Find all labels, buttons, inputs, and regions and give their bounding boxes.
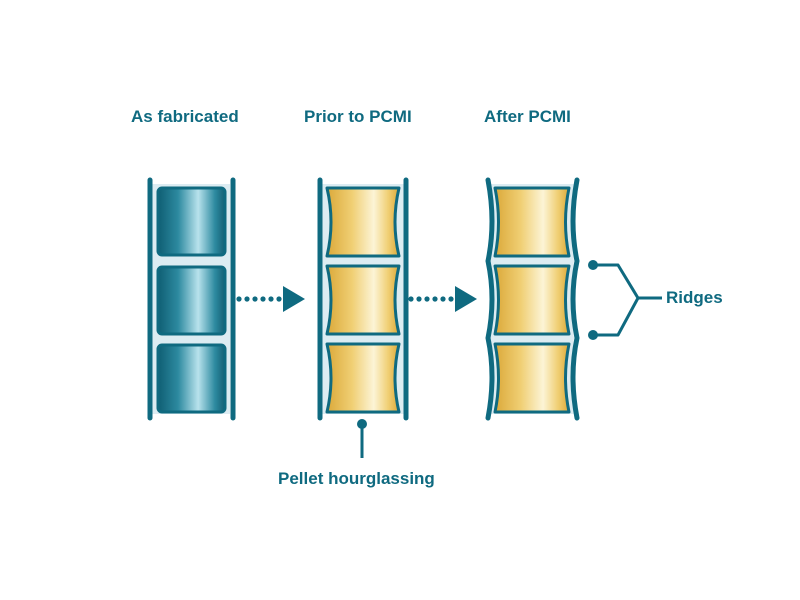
hourglassing-leader: [357, 419, 367, 458]
deformed-pellet-middle: [493, 264, 571, 336]
ridges-leader: [588, 260, 662, 340]
fabricated-pellet-bottom: [156, 343, 227, 414]
arrow-1: [236, 286, 305, 312]
ridge-marker-lower: [588, 330, 598, 340]
deformed-pellet-bottom: [493, 342, 571, 414]
hourglass-pellet-top: [325, 186, 401, 258]
cladding-right-wall-ridged: [570, 177, 580, 421]
title-prior-to-pcmi: Prior to PCMI: [304, 107, 412, 126]
label-pellet-hourglassing: Pellet hourglassing: [278, 469, 435, 488]
cladding-left-wall-ridged: [485, 177, 495, 421]
title-after-pcmi: After PCMI: [484, 107, 571, 126]
hourglass-pellet-bottom: [325, 342, 401, 414]
label-ridges: Ridges: [666, 288, 723, 307]
ridge-marker-upper: [588, 260, 598, 270]
title-as-fabricated: As fabricated: [131, 107, 239, 126]
stage-prior-to-pcmi: [317, 177, 409, 421]
fabricated-pellet-top: [156, 186, 227, 257]
fabricated-pellet-middle: [156, 265, 227, 336]
stage-after-pcmi: [485, 177, 580, 421]
arrow-2: [408, 286, 477, 312]
stage-as-fabricated: [147, 177, 236, 421]
deformed-pellet-top: [493, 186, 571, 258]
hourglass-pellet-middle: [325, 264, 401, 336]
